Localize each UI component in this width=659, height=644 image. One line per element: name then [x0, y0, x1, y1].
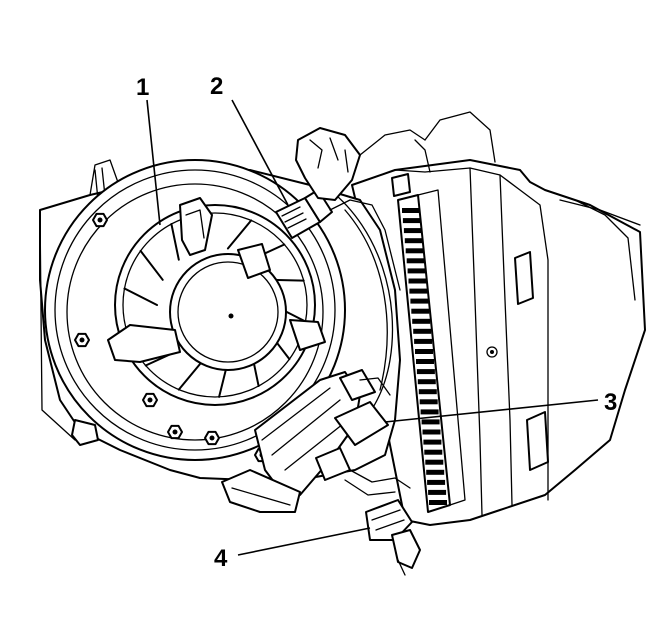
louvre-slot: [425, 459, 444, 465]
callout-2: 2: [210, 73, 223, 100]
louvre-slot: [419, 399, 438, 405]
bolt: [74, 332, 90, 348]
callout-1: 1: [136, 74, 149, 101]
louvre-slot: [415, 349, 433, 354]
louvre-slot: [424, 449, 443, 455]
fan-blade: [139, 249, 164, 281]
blower-motor-assembly: [44, 159, 346, 463]
louvre-slot: [420, 409, 439, 415]
leader-line-2: [231, 99, 289, 206]
louvre-slot: [403, 228, 422, 234]
grille-louvres: [402, 208, 447, 505]
louvre-slot: [405, 248, 424, 254]
louvre-slot: [402, 218, 421, 224]
bolt: [204, 430, 220, 446]
leader-line-4: [237, 527, 371, 556]
louvre-slot: [421, 419, 440, 425]
fan-blade: [177, 360, 204, 391]
bolt: [167, 424, 183, 440]
louvre-slot: [417, 379, 436, 385]
callout-3: 3: [604, 389, 617, 416]
fan-blade: [123, 287, 158, 306]
louvre-slot: [402, 208, 420, 213]
louvre-slot: [404, 238, 423, 244]
louvre-slot: [426, 469, 445, 475]
fan-blade: [170, 223, 180, 261]
louvre-slot: [410, 298, 429, 304]
louvre-slot: [414, 338, 433, 344]
motor-connector: [275, 127, 426, 291]
louvre-slot: [428, 489, 447, 495]
louvre-slot: [407, 268, 426, 274]
louvre-slot: [429, 500, 447, 505]
bolt: [142, 392, 158, 408]
louvre-slot: [416, 369, 435, 375]
louvre-slot: [408, 278, 427, 284]
fan-blade: [226, 219, 253, 250]
louvre-slot: [423, 439, 442, 445]
callout-4: 4: [214, 545, 228, 572]
bolt: [92, 212, 108, 228]
louvre-slot: [409, 288, 428, 294]
lower-connector: [365, 499, 421, 576]
louvre-slot: [411, 308, 430, 314]
louvre-slot: [422, 429, 441, 435]
leader-line-1: [146, 99, 161, 226]
evaporator-grille: [397, 189, 466, 513]
louvre-slot: [427, 479, 446, 485]
leader-lines: [146, 99, 599, 556]
louvre-slot: [412, 318, 431, 324]
louvre-slot: [413, 328, 432, 334]
leader-line-3: [384, 399, 599, 423]
louvre-slot: [406, 258, 425, 264]
blower-resistor-harness: [221, 369, 411, 513]
louvre-slot: [416, 359, 434, 364]
louvre-slot: [418, 389, 437, 395]
